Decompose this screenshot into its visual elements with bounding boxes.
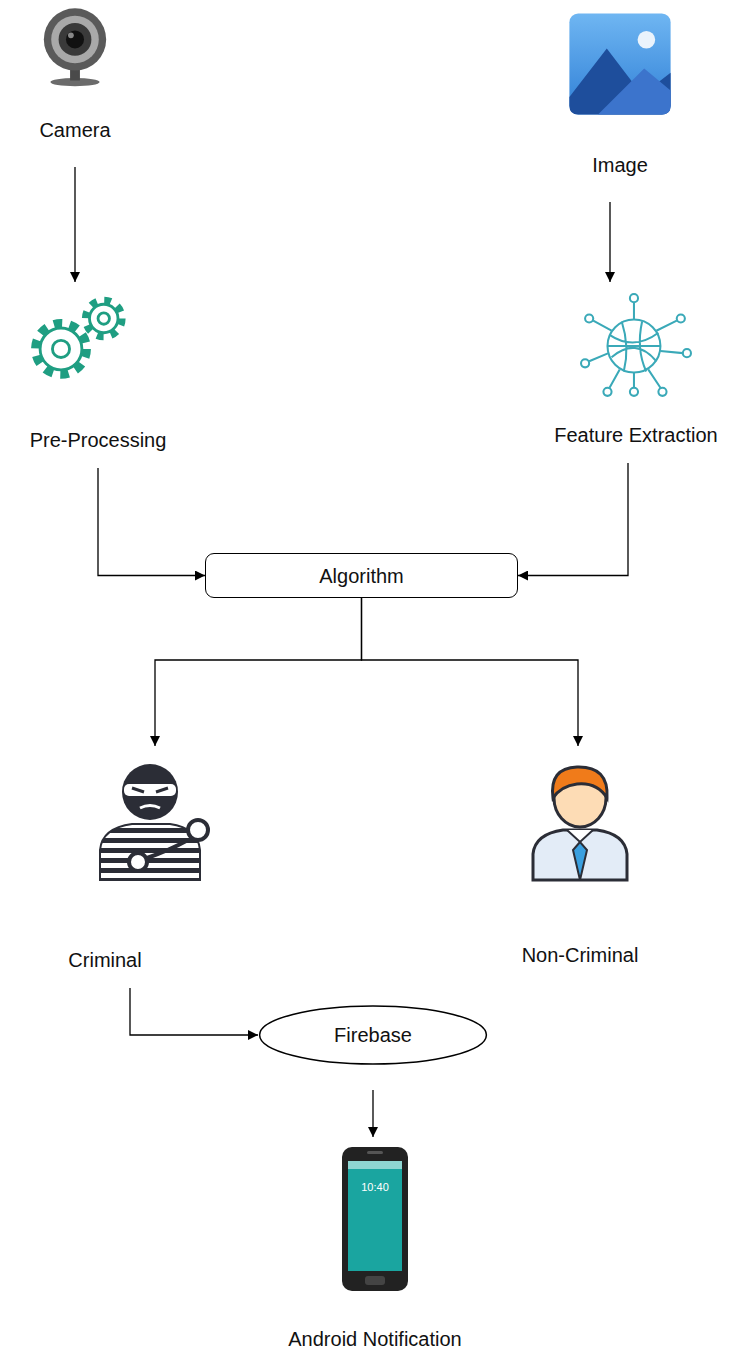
flow-arrow [609, 202, 610, 282]
criminal-icon [90, 758, 220, 883]
phone-icon [339, 1145, 411, 1293]
icon-node: Criminal [30, 758, 180, 972]
flow-arrow [518, 463, 628, 576]
node-caption: Image [560, 153, 680, 177]
flow-arrow [130, 988, 258, 1035]
node-caption: Feature Extraction [538, 423, 734, 447]
flow-arrow [155, 598, 362, 746]
gears-icon [20, 290, 140, 385]
icon-node: Image [560, 8, 680, 177]
icon-node: Feature Extraction [538, 290, 734, 447]
process-box: Algorithm [205, 553, 518, 598]
icon-node: Non-Criminal [500, 758, 660, 967]
node-caption: Camera [20, 118, 130, 142]
phone-clock: 10:40 [270, 1181, 480, 1193]
node-caption: Non-Criminal [500, 943, 660, 967]
node-caption: Pre-Processing [0, 428, 196, 452]
flow-arrow [74, 167, 75, 282]
icon-node: Pre-Processing [0, 290, 196, 452]
flow-arrow [362, 598, 579, 746]
image-icon [565, 8, 675, 120]
icon-node: Android Notification 10:40 [270, 1145, 480, 1351]
flow-arrow [98, 468, 205, 576]
person-icon [515, 758, 645, 883]
ellipse-node: Firebase [258, 1005, 488, 1065]
camera-icon [30, 5, 120, 87]
node-caption: Android Notification [270, 1327, 480, 1351]
node-caption: Criminal [30, 948, 180, 972]
box-label: Algorithm [319, 564, 403, 588]
icon-node: Camera [20, 5, 130, 142]
box-label: Firebase [334, 1023, 412, 1047]
flow-arrow [372, 1090, 373, 1137]
network-icon [574, 290, 698, 402]
